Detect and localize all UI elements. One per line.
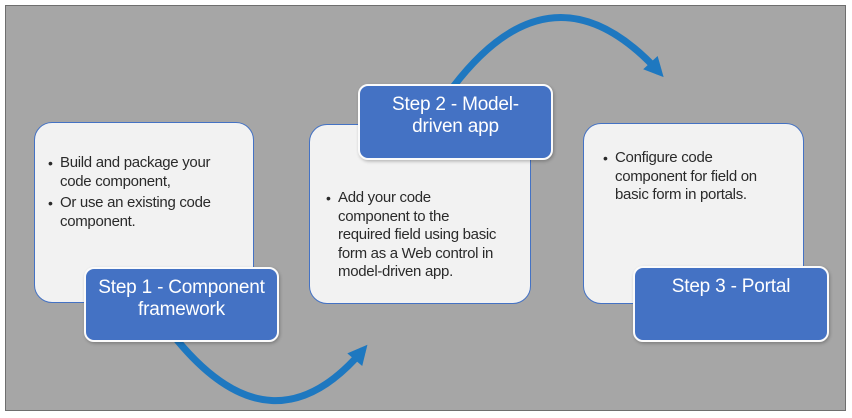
bullet-icon: •: [603, 150, 608, 166]
bullet-icon: •: [326, 190, 331, 206]
step3-label-card: Step 3 - Portal: [633, 266, 829, 342]
step3-bullet-list: • Configure code component for field on …: [603, 149, 797, 205]
list-item: • Or use an existing code component.: [48, 194, 247, 231]
step1-bullet-1-text: Build and package your code component,: [60, 154, 211, 190]
list-item: • Configure code component for field on …: [603, 149, 797, 205]
bullet-icon: •: [48, 195, 53, 212]
step1-label: Step 1 - Component framework: [98, 277, 265, 320]
connector-arrows-layer: [174, 14, 664, 404]
step1-content-card: • Build and package your code component,…: [34, 122, 254, 303]
step1-bullet-list: • Build and package your code component,…: [48, 154, 247, 231]
list-item: • Add your code component to the require…: [326, 189, 524, 282]
step1-label-card: Step 1 - Component framework: [84, 267, 279, 342]
step2-label-card: Step 2 - Model- driven app: [358, 84, 553, 160]
diagram-canvas: • Build and package your code component,…: [5, 5, 846, 411]
step2-bullet-1-text: Add your code component to the required …: [338, 189, 497, 281]
step3-bullet-1-text: Configure code component for field on ba…: [615, 149, 757, 204]
curved-arrow-step1-to-step2-icon: [174, 337, 368, 404]
step3-label: Step 3 - Portal: [671, 276, 791, 297]
step1-bullet-2-text: Or use an existing code component.: [60, 194, 211, 230]
step2-label: Step 2 - Model- driven app: [392, 94, 519, 137]
step2-bullet-list: • Add your code component to the require…: [326, 189, 524, 282]
bullet-icon: •: [48, 155, 53, 171]
list-item: • Build and package your code component,: [48, 154, 247, 191]
curved-arrow-step2-to-step3-icon: [450, 14, 664, 90]
